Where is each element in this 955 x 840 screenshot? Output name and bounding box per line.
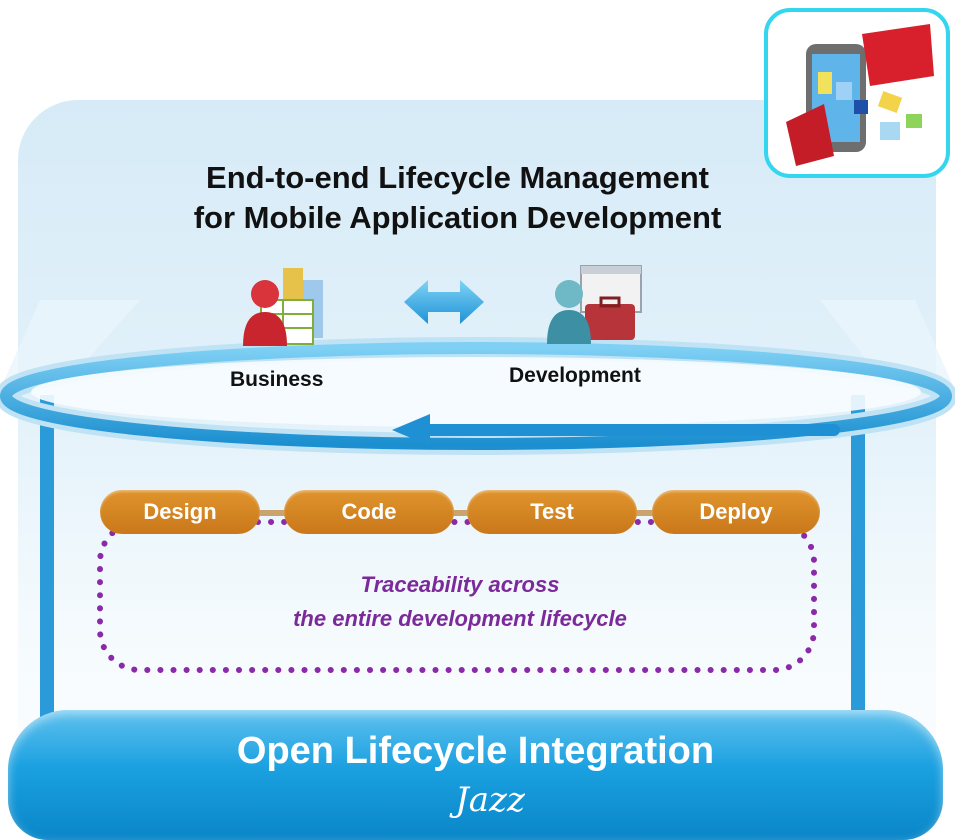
traceability-caption: Traceability across the entire developme…: [190, 568, 730, 636]
integration-base: [8, 710, 943, 840]
phase-design: Design: [100, 490, 260, 534]
title-line-1: End-to-end Lifecycle Management: [206, 160, 709, 195]
loop-right-rail: [851, 395, 865, 725]
loop-left-rail: [40, 395, 54, 725]
diagram-title: End-to-end Lifecycle Management for Mobi…: [0, 158, 915, 238]
business-user-icon: [243, 268, 323, 346]
developer-user-icon: [547, 265, 642, 344]
phase-test: Test: [467, 490, 637, 534]
phase-deploy: Deploy: [652, 490, 820, 534]
development-label: Development: [509, 364, 641, 387]
mobile-app-icon-art: [786, 24, 934, 166]
feedback-loop-ring: [0, 337, 955, 455]
title-line-2: for Mobile Application Development: [193, 200, 722, 235]
traceability-line-1: Traceability across: [360, 572, 560, 597]
loop-arrow-icon: [392, 414, 840, 446]
traceability-boundary: [97, 519, 817, 673]
integration-title: Open Lifecycle Integration: [236, 730, 715, 772]
business-label: Business: [230, 368, 324, 391]
bidirectional-arrow-icon: [404, 280, 484, 324]
phase-code: Code: [284, 490, 454, 534]
jazz-logo: Jazz: [455, 780, 525, 820]
traceability-line-2: the entire development lifecycle: [293, 606, 627, 631]
